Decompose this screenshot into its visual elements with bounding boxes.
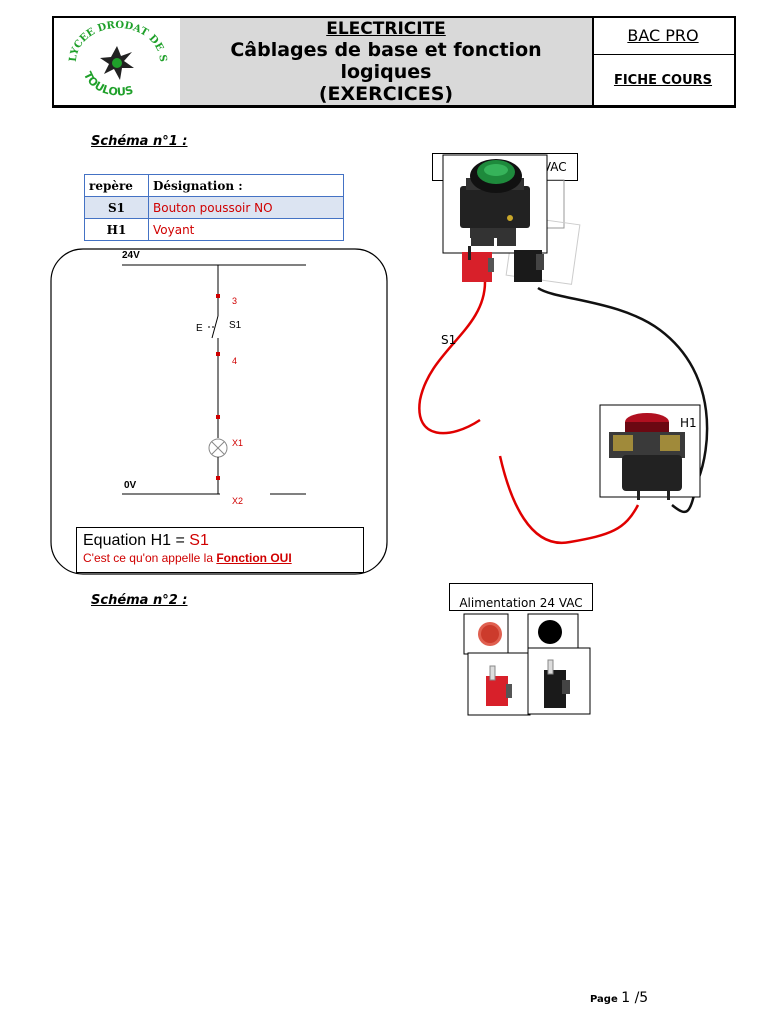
table-header-desc: Désignation :: [148, 174, 344, 197]
schema1-title: Schéma n°1 :: [91, 134, 188, 149]
black-contact-block-icon: [544, 659, 570, 708]
equation-note-prefix: C'est ce qu'on appelle la: [83, 551, 217, 565]
equation-prefix: Equation H1 =: [83, 532, 190, 549]
component-table: repère Désignation : S1 Bouton poussoir …: [84, 174, 344, 241]
page-word: Page: [590, 994, 618, 1005]
black-wire: [537, 286, 709, 514]
logo-text-bottom: TOULOUS: [81, 70, 135, 99]
equation-note: C'est ce qu'on appelle la Fonction OUI: [83, 550, 357, 566]
table-row: S1 Bouton poussoir NO: [84, 196, 344, 219]
school-logo: LYCEE DRODAT DE SEVERAC TOULOUS: [49, 10, 168, 99]
table-row: H1 Voyant: [84, 218, 344, 241]
level-label: BAC PRO: [592, 18, 734, 55]
wiring-illustration: S1 H1: [418, 154, 709, 545]
switch-label-s1: S1: [229, 320, 242, 331]
red-wire: [498, 455, 640, 545]
circuit-diagram: 24V 3 E S1 4 X1 0V X2: [50, 248, 388, 575]
logo-cell: LYCEE DRODAT DE SEVERAC TOULOUS: [49, 10, 181, 105]
page-number: Page 1 /5: [590, 990, 648, 1006]
doc-type-label: FICHE COURS: [613, 73, 713, 88]
supply-label-24v: 24V: [122, 250, 140, 261]
function-name: Fonction OUI: [216, 551, 292, 565]
table-cell-ref: S1: [84, 196, 149, 219]
pushbutton-s1-icon: [442, 154, 548, 254]
equation-value: S1: [189, 532, 209, 549]
pilot-light-h1-icon: [599, 404, 701, 500]
table-header-row: repère Désignation :: [84, 174, 344, 197]
terminal-point: [216, 476, 220, 480]
header-table: LYCEE DRODAT DE SEVERAC TOULOUS ELECTRIC…: [49, 10, 736, 108]
table-header-ref: repère: [84, 174, 149, 197]
lamp-x1-label: X1: [232, 438, 243, 448]
equation-line: Equation H1 = S1: [83, 532, 357, 550]
lamp-icon: [208, 438, 228, 458]
red-button-icon: [478, 622, 502, 646]
title-exercises: (EXERCICES): [318, 83, 454, 105]
title-main: Câblages de base et fonction: [230, 39, 542, 61]
terminal-4-label: 4: [232, 356, 237, 366]
wire-label-s1: S1: [441, 333, 456, 347]
diagram-frame: [50, 248, 388, 575]
logo-text-top: LYCEE DRODAT DE SEVERAC: [49, 10, 168, 63]
black-button-icon: [538, 620, 562, 644]
terminal-point: [216, 352, 220, 356]
star-burst-icon: [100, 46, 134, 80]
light-label-h1: H1: [680, 416, 697, 430]
table-cell-desc: Bouton poussoir NO: [148, 196, 344, 219]
terminal-point: [216, 294, 220, 298]
svg-text:TOULOUS: TOULOUS: [81, 70, 135, 99]
power-supply-label-2: Alimentation 24 VAC: [449, 583, 593, 611]
page-count: 1 /5: [621, 990, 649, 1006]
title-main-cont: logiques: [340, 61, 432, 83]
schema2-title: Schéma n°2 :: [91, 593, 188, 608]
switch-symbol: E: [196, 323, 203, 334]
red-contact-block-icon: [486, 665, 512, 706]
lamp-x2-label: X2: [232, 496, 243, 506]
black-contact-block-icon: [514, 250, 544, 282]
supply-label-0v: 0V: [124, 480, 137, 491]
schema2-components: [463, 613, 591, 716]
svg-text:LYCEE DRODAT DE SEVERAC: LYCEE DRODAT DE SEVERAC: [54, 18, 168, 63]
switch-contact: [211, 315, 219, 339]
title-subject: ELECTRICITE: [326, 19, 446, 39]
red-contact-block-icon: [462, 246, 494, 282]
equation-box: Equation H1 = S1 C'est ce qu'on appelle …: [76, 527, 364, 573]
title-cell: ELECTRICITE Câblages de base et fonction…: [180, 18, 594, 105]
table-cell-desc: Voyant: [148, 218, 344, 241]
table-cell-ref: H1: [84, 218, 149, 241]
terminal-point: [216, 415, 220, 419]
terminal-3-label: 3: [232, 296, 237, 306]
right-cell: BAC PRO FICHE COURS: [592, 18, 734, 105]
red-wire: [418, 281, 487, 435]
